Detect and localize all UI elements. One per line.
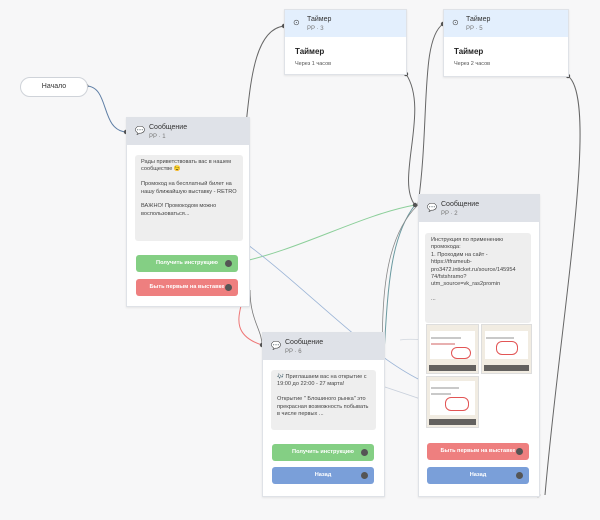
get-instruction-button[interactable]: Получить инструкцию: [272, 444, 374, 461]
attachment-image[interactable]: [426, 376, 479, 428]
get-instruction-button[interactable]: Получить инструкцию: [136, 255, 238, 272]
message-text: 🎶 Приглашаем вас на открытие с 19:00 до …: [271, 370, 376, 430]
message-node-header[interactable]: 💬 Сообщение PP · 2: [419, 195, 539, 222]
node-subtitle: PP · 1: [149, 134, 166, 140]
clock-icon: ⊙: [452, 18, 459, 27]
message-node-1[interactable]: 💬 Сообщение PP · 1 Рады приветствовать в…: [126, 117, 250, 307]
connector-dot[interactable]: [361, 472, 368, 479]
node-title: Таймер: [307, 16, 332, 23]
node-subtitle: PP · 2: [441, 211, 458, 217]
message-node-header[interactable]: 💬 Сообщение PP · 1: [127, 118, 249, 145]
message-node-header[interactable]: 💬 Сообщение PP · 6: [263, 333, 384, 360]
message-text: Инструкция по применению промокода: 1. П…: [425, 233, 531, 323]
connector-dot[interactable]: [361, 449, 368, 456]
node-title: Сообщение: [285, 339, 324, 346]
message-text: Рады приветствовать вас в нашем сообщест…: [135, 155, 243, 241]
timer-node-header[interactable]: ⊙ Таймер PP · 3: [285, 10, 406, 37]
chat-bubble-icon: 💬: [427, 203, 437, 212]
back-button[interactable]: Назад: [272, 467, 374, 484]
node-title: Сообщение: [149, 124, 188, 131]
node-subtitle: PP · 6: [285, 349, 302, 355]
chat-bubble-icon: 💬: [271, 341, 281, 350]
message-node-6[interactable]: 💬 Сообщение PP · 6 🎶 Приглашаем вас на о…: [262, 332, 385, 497]
node-subtitle: PP · 3: [307, 26, 324, 32]
node-title: Таймер: [466, 16, 491, 23]
connector-dot[interactable]: [225, 284, 232, 291]
chat-bubble-icon: 💬: [135, 126, 145, 135]
message-node-2[interactable]: 💬 Сообщение PP · 2 Инструкция по примене…: [418, 194, 540, 497]
attachment-image[interactable]: [426, 324, 479, 374]
start-node[interactable]: Начало: [20, 77, 88, 97]
timer-node-2[interactable]: ⊙ Таймер PP · 5 Таймер Через 2 часов: [443, 9, 569, 77]
node-title: Сообщение: [441, 201, 480, 208]
connector-dot[interactable]: [516, 448, 523, 455]
timer-body-title: Таймер: [454, 47, 484, 56]
button-label: Быть первым на выставке: [440, 448, 516, 454]
timer-node-1[interactable]: ⊙ Таймер PP · 3 Таймер Через 1 часов: [284, 9, 407, 75]
node-subtitle: PP · 5: [466, 26, 483, 32]
timer-delay: Через 2 часов: [454, 61, 491, 67]
button-label: Получить инструкцию: [292, 449, 354, 455]
clock-icon: ⊙: [293, 18, 300, 27]
back-button[interactable]: Назад: [427, 467, 529, 484]
button-label: Назад: [314, 472, 332, 478]
timer-node-header[interactable]: ⊙ Таймер PP · 5: [444, 10, 568, 37]
button-label: Быть первым на выставке: [149, 284, 225, 290]
be-first-button[interactable]: Быть первым на выставке: [427, 443, 529, 460]
button-label: Получить инструкцию: [156, 260, 218, 266]
start-label: Начало: [41, 83, 67, 90]
attachment-image[interactable]: [481, 324, 532, 374]
timer-body-title: Таймер: [295, 47, 325, 56]
button-label: Назад: [469, 472, 487, 478]
be-first-button[interactable]: Быть первым на выставке: [136, 279, 238, 296]
connector-dot[interactable]: [225, 260, 232, 267]
connector-dot[interactable]: [516, 472, 523, 479]
timer-delay: Через 1 часов: [295, 61, 332, 67]
